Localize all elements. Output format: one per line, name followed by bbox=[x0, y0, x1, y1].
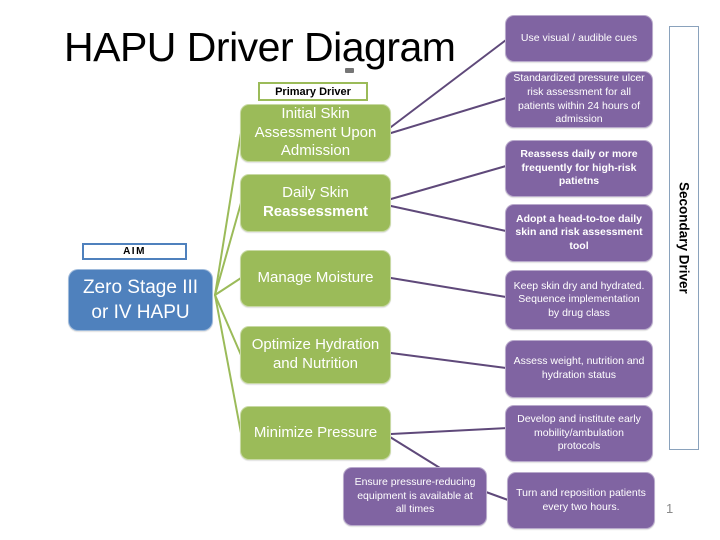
secondary-driver-box-keep-skin-dry: Keep skin dry and hydrated. Sequence imp… bbox=[505, 270, 653, 330]
page-number: 1 bbox=[666, 501, 674, 516]
aim-goal-box: Zero Stage III or IV HAPU bbox=[68, 269, 213, 331]
secondary-driver-text: Ensure pressure-reducing equipment is av… bbox=[354, 476, 476, 516]
primary-driver-box-minimize-pressure: Minimize Pressure bbox=[240, 406, 391, 460]
secondary-driver-box-standardized-assessment: Standardized pressure ulcer risk assessm… bbox=[505, 71, 653, 128]
secondary-driver-text: Use visual / audible cues bbox=[520, 31, 638, 44]
secondary-driver-box-visual-cues: Use visual / audible cues bbox=[505, 15, 653, 62]
primary-driver-box-optimize-hydration: Optimize Hydration and Nutrition bbox=[240, 326, 391, 384]
primary-driver-text: Minimize Pressure bbox=[253, 423, 378, 441]
secondary-driver-box-pressure-reducing-equipment: Ensure pressure-reducing equipment is av… bbox=[343, 467, 487, 526]
aim-label: AIM bbox=[82, 243, 187, 260]
secondary-driver-box-assess-weight: Assess weight, nutrition and hydration s… bbox=[505, 340, 653, 398]
primary-driver-box-initial-skin-assessment: Initial Skin Assessment Upon Admission bbox=[240, 104, 391, 162]
slide-title: HAPU Driver Diagram bbox=[64, 24, 456, 70]
primary-driver-text-bold: Reassessment bbox=[262, 203, 369, 220]
secondary-driver-box-head-to-toe-tool: Adopt a head-to-toe daily skin and risk … bbox=[505, 204, 653, 262]
primary-driver-label-text: Primary Driver bbox=[275, 85, 351, 98]
secondary-driver-label-text: Secondary Driver bbox=[676, 182, 692, 294]
secondary-driver-box-reassess-daily: Reassess daily or more frequently for hi… bbox=[505, 140, 653, 197]
primary-driver-text: Optimize Hydration and Nutrition bbox=[251, 336, 380, 372]
aim-label-text: AIM bbox=[123, 246, 146, 257]
secondary-driver-text: Standardized pressure ulcer risk assessm… bbox=[513, 72, 645, 126]
primary-driver-box-daily-skin-reassessment: Daily Skin Reassessment bbox=[240, 174, 391, 232]
secondary-driver-text: Keep skin dry and hydrated. Sequence imp… bbox=[513, 279, 645, 319]
primary-driver-text: Manage Moisture bbox=[257, 269, 374, 287]
stray-mark bbox=[345, 68, 354, 73]
secondary-driver-text: Assess weight, nutrition and hydration s… bbox=[513, 355, 645, 381]
secondary-driver-box-turn-reposition: Turn and reposition patients every two h… bbox=[507, 472, 655, 529]
primary-driver-label: Primary Driver bbox=[258, 82, 368, 101]
primary-driver-box-manage-moisture: Manage Moisture bbox=[240, 250, 391, 307]
secondary-driver-text: Adopt a head-to-toe daily skin and risk … bbox=[515, 212, 643, 252]
secondary-driver-text: Turn and reposition patients every two h… bbox=[516, 486, 646, 513]
secondary-driver-text: Develop and institute early mobility/amb… bbox=[517, 413, 641, 453]
primary-driver-text: Initial Skin Assessment Upon Admission bbox=[254, 105, 377, 160]
primary-driver-text: Daily Skin bbox=[282, 184, 349, 202]
aim-goal-text: Zero Stage III or IV HAPU bbox=[82, 276, 199, 323]
secondary-driver-box-mobility-protocols: Develop and institute early mobility/amb… bbox=[505, 405, 653, 462]
secondary-driver-text: Reassess daily or more frequently for hi… bbox=[520, 148, 638, 188]
secondary-driver-label: Secondary Driver bbox=[669, 26, 699, 450]
